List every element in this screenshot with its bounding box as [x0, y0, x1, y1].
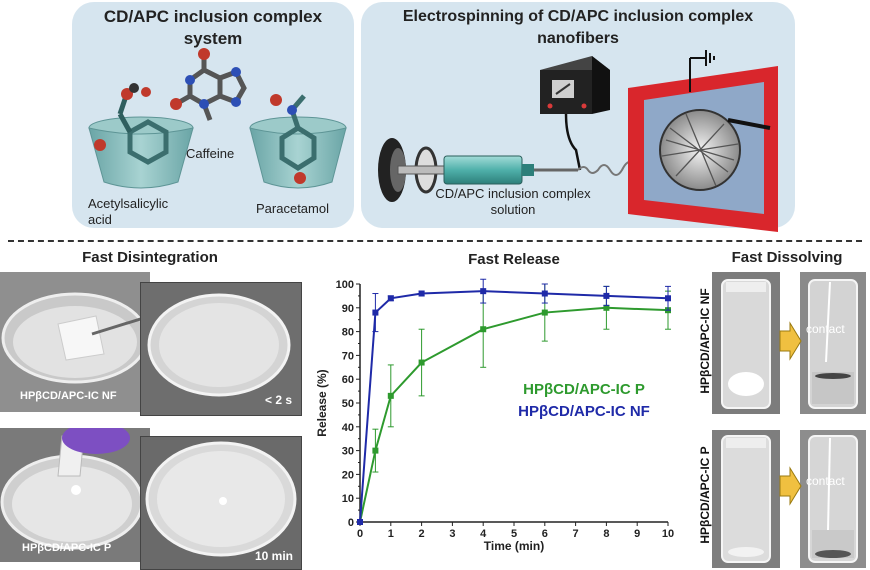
paracetamol-oxygen: [294, 172, 306, 184]
paracetamol-label: Paracetamol: [256, 201, 329, 216]
inclusion-complex-title-line1: CD/APC inclusion complex: [103, 7, 323, 26]
solution-label-line2: solution: [490, 202, 536, 217]
high-voltage-supply: [540, 56, 610, 114]
syringe: [443, 155, 578, 185]
caffeine-nitrogen: [231, 97, 241, 107]
y-tick-label: 30: [342, 446, 354, 458]
photo-nf-time: < 2 s: [265, 393, 293, 407]
data-point: [418, 359, 425, 366]
aspirin-oxygen: [141, 87, 151, 97]
data-point: [603, 304, 610, 311]
data-point: [387, 295, 394, 302]
y-tick-label: 0: [348, 517, 354, 529]
data-point: [603, 292, 610, 299]
x-tick-label: 6: [542, 528, 548, 540]
aspirin-carbon: [129, 83, 139, 93]
y-tick-label: 10: [342, 493, 354, 505]
section-divider: [8, 240, 862, 242]
photo-nf-petri-after: < 2 s: [140, 282, 302, 416]
caffeine-nitrogen: [199, 99, 209, 109]
x-tick-label: 4: [480, 528, 487, 540]
x-tick-label: 8: [603, 528, 609, 540]
vial-p-after: contact: [800, 430, 866, 568]
paracetamol-nitrogen: [287, 105, 297, 115]
photo-p-time: 10 min: [255, 549, 294, 563]
data-point: [357, 519, 363, 525]
y-axis-label: Release (%): [315, 369, 329, 436]
chart-title: Fast Release: [468, 251, 560, 268]
data-point: [480, 326, 487, 333]
data-point: [372, 309, 379, 316]
syringe-pump: [378, 138, 445, 202]
voltage-cable: [564, 113, 582, 171]
legend-entry: HPβCD/APC-IC P: [523, 381, 645, 398]
y-tick-label: 50: [342, 398, 354, 410]
y-tick-label: 80: [342, 327, 354, 339]
solution-label: CD/APC inclusion complex solution: [428, 186, 598, 218]
x-tick-label: 0: [357, 528, 363, 540]
data-point: [372, 447, 379, 454]
y-tick-label: 70: [342, 350, 354, 362]
caffeine-nitrogen: [231, 67, 241, 77]
y-tick-label: 90: [342, 303, 354, 315]
caffeine-label: Caffeine: [186, 146, 235, 161]
aspirin-label-line1: Acetylsalicylic: [88, 196, 169, 211]
inclusion-complex-illustration: [88, 48, 347, 189]
contact-label-bottom: contact: [806, 474, 845, 488]
legend-entry: HPβCD/APC-IC NF: [518, 403, 650, 420]
data-point: [387, 392, 394, 399]
data-point: [541, 309, 548, 316]
caffeine-oxygen: [198, 48, 210, 60]
arrow-right-icon: [779, 321, 802, 361]
solution-label-line1: CD/APC inclusion complex: [435, 186, 591, 201]
inclusion-complex-title: CD/APC inclusion complex system: [72, 6, 354, 50]
arrow-right-icon: [779, 466, 802, 506]
photo-nf-petri-before: HPβCD/APC-IC NF: [0, 272, 150, 412]
aspirin-oxygen: [94, 139, 106, 151]
photo-p-petri-after: 10 min: [140, 436, 302, 570]
electrospinning-title: Electrospinning of CD/APC inclusion comp…: [361, 6, 795, 50]
y-tick-label: 40: [342, 422, 354, 434]
fast-dissolving-title: Fast Dissolving: [731, 249, 843, 266]
y-tick-label: 100: [336, 279, 354, 291]
photo-p-label: HPβCD/APC-IC P: [22, 542, 112, 554]
contact-label-top: contact: [806, 322, 845, 336]
vial-nf-after: contact: [800, 272, 866, 414]
photo-nf-label: HPβCD/APC-IC NF: [20, 390, 117, 402]
electrospinning-setup-illustration: [378, 50, 778, 232]
collector-needle: [727, 118, 771, 130]
data-point: [480, 288, 487, 295]
data-point: [418, 290, 425, 297]
x-axis-label: Time (min): [484, 539, 544, 553]
x-tick-label: 3: [449, 528, 455, 540]
paracetamol-oxygen: [270, 94, 282, 106]
data-point: [665, 295, 671, 302]
vial-nf-before: [712, 272, 780, 414]
electrospinning-title-line2: nanofibers: [537, 30, 619, 47]
photo-p-petri-before: HPβCD/APC-IC P: [0, 428, 150, 562]
x-tick-label: 7: [573, 528, 579, 540]
x-tick-label: 10: [662, 528, 674, 540]
aspirin-label-line2: acid: [88, 212, 112, 227]
x-tick-label: 5: [511, 528, 517, 540]
caffeine-oxygen: [170, 98, 182, 110]
x-tick-label: 1: [388, 528, 394, 540]
y-tick-label: 60: [342, 374, 354, 386]
caffeine-nitrogen: [185, 75, 195, 85]
x-tick-label: 2: [419, 528, 425, 540]
y-tick-label: 20: [342, 469, 354, 481]
inclusion-complex-title-line2: system: [183, 29, 243, 48]
aspirin-label: Acetylsalicylic acid: [88, 196, 168, 228]
x-tick-label: 9: [634, 528, 640, 540]
collector-plate: [628, 66, 778, 232]
vial-p-before: [712, 430, 780, 568]
data-point: [541, 290, 548, 297]
ground-symbol-icon: [689, 50, 715, 92]
fast-disintegration-title: Fast Disintegration: [82, 249, 218, 266]
electrospinning-title-line1: Electrospinning of CD/APC inclusion comp…: [402, 8, 754, 25]
series-line: [359, 306, 669, 523]
